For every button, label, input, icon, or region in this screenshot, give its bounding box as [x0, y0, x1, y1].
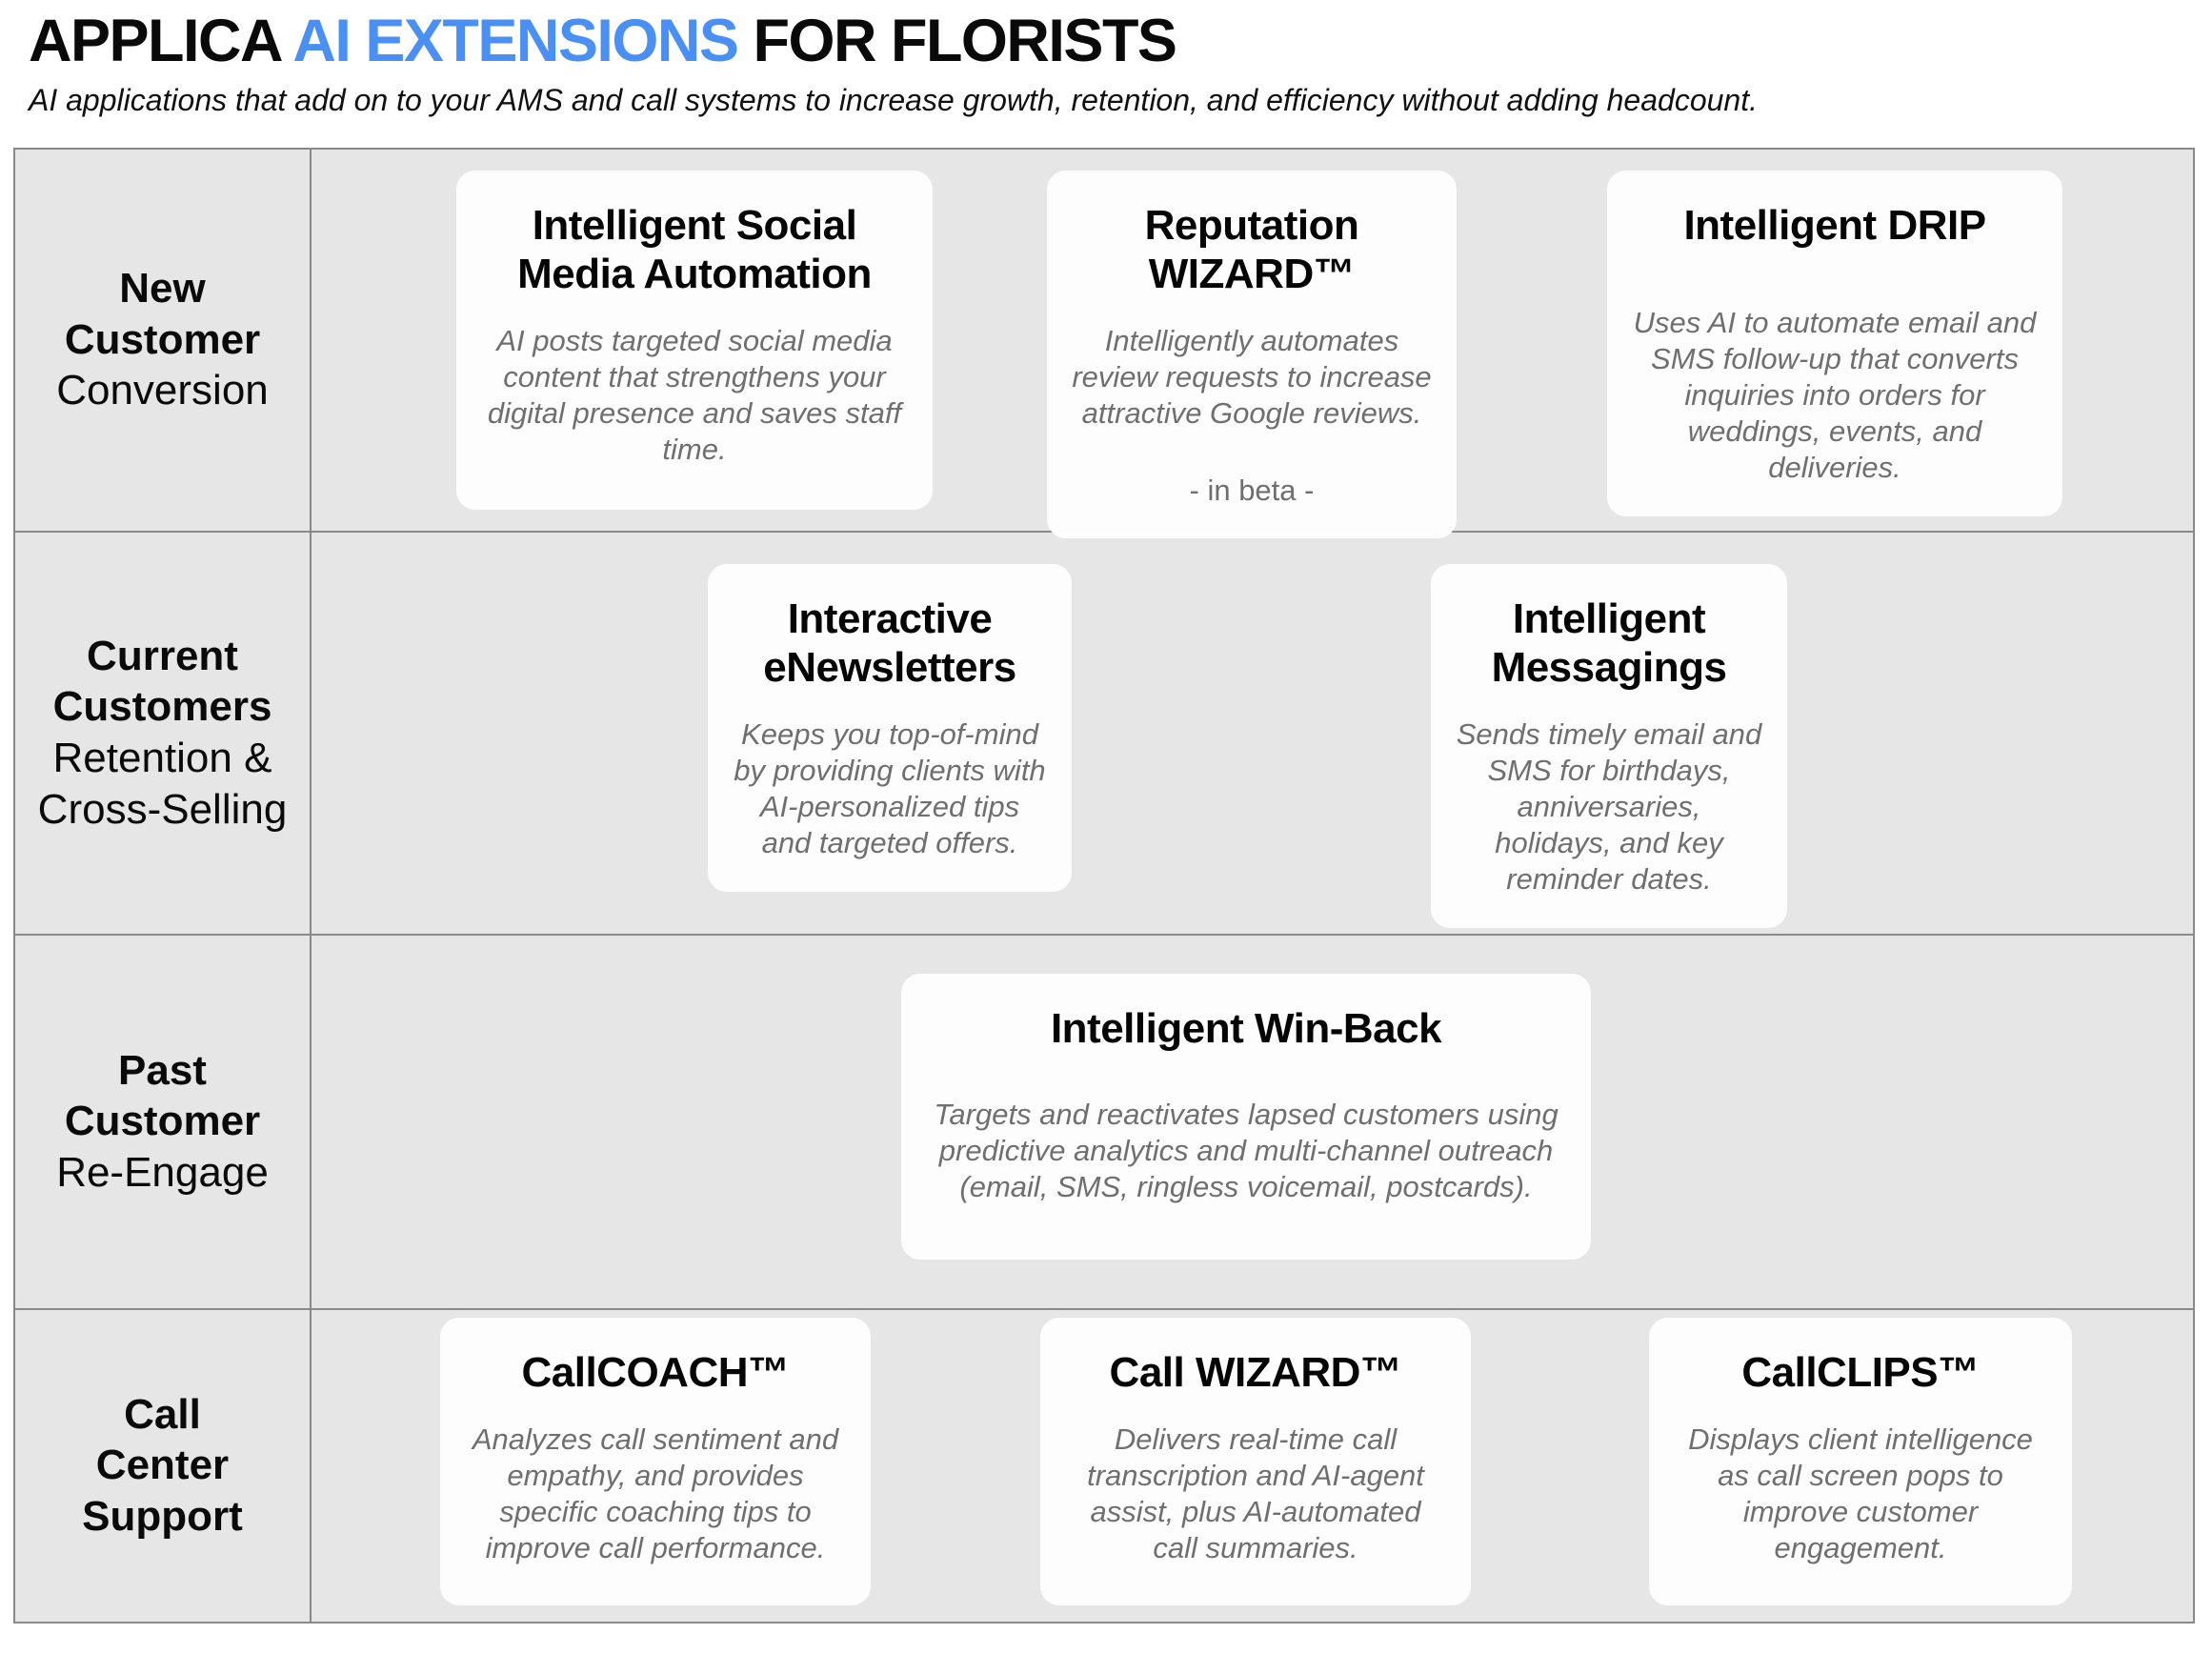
card-title: Reputation WIZARD™: [1144, 201, 1359, 297]
row-current-customers-retention: Current Customers Retention & Cross-Sell…: [15, 530, 2193, 934]
card-title: Intelligent Win-Back: [1050, 1004, 1442, 1052]
row-content-new-customer: Intelligent Social Media Automation AI p…: [312, 150, 2193, 538]
row-content-call-center: CallCOACH™ Analyzes call sentiment and e…: [312, 1310, 2193, 1622]
row-label-current-customers: Current Customers Retention & Cross-Sell…: [15, 532, 312, 934]
row-label-bold: Past Customer: [64, 1046, 261, 1145]
card-reputation-wizard: Reputation WIZARD™ Intelligently automat…: [1047, 170, 1457, 538]
row-label-regular: Retention & Cross-Selling: [37, 735, 288, 833]
title-audience: FOR FLORISTS: [753, 8, 1176, 74]
row-new-customer-conversion: New Customer Conversion Intelligent Soci…: [15, 149, 2193, 538]
card-intelligent-social-media-automation: Intelligent Social Media Automation AI p…: [456, 170, 933, 510]
card-description: Uses AI to automate email and SMS follow…: [1633, 305, 2037, 485]
card-intelligent-win-back: Intelligent Win-Back Targets and reactiv…: [901, 973, 1591, 1260]
title-brand: APPLICA: [29, 8, 281, 74]
card-title: Intelligent DRIP: [1683, 201, 1986, 249]
card-description: Sends timely email and SMS for birthdays…: [1456, 716, 1762, 897]
card-title: Call WIZARD™: [1109, 1348, 1402, 1396]
card-intelligent-messagings: Intelligent Messagings Sends timely emai…: [1431, 563, 1787, 929]
card-description: Keeps you top-of-mind by providing clien…: [734, 716, 1046, 859]
row-call-center-support: Call Center Support CallCOACH™ Analyzes …: [15, 1307, 2193, 1622]
row-label-new-customer: New Customer Conversion: [15, 149, 312, 531]
card-description: Displays client intelligence as call scr…: [1688, 1422, 2033, 1564]
card-title: Intelligent Messagings: [1491, 595, 1727, 691]
row-label-regular: Re-Engage: [56, 1148, 269, 1196]
card-description: Intelligently automates review requests …: [1072, 323, 1432, 430]
title-accent: AI EXTENSIONS: [292, 8, 739, 74]
card-callclips: CallCLIPS™ Displays client intelligence …: [1649, 1317, 2072, 1605]
page-header: APPLICA AI EXTENSIONS FOR FLORISTS AI ap…: [13, 10, 2212, 119]
page-title: APPLICA AI EXTENSIONS FOR FLORISTS: [29, 10, 2212, 72]
card-description: Targets and reactivates lapsed customers…: [934, 1097, 1558, 1203]
row-label-call-center-support: Call Center Support: [15, 1309, 312, 1622]
card-intelligent-drip: Intelligent DRIP Uses AI to automate ema…: [1607, 170, 2062, 517]
page-subtitle: AI applications that add on to your AMS …: [29, 83, 1758, 118]
card-title: CallCOACH™: [521, 1348, 790, 1396]
row-label-bold: New Customer: [64, 265, 261, 363]
row-label-bold: Current Customers: [52, 632, 272, 731]
card-call-wizard: Call WIZARD™ Delivers real-time call tra…: [1040, 1317, 1471, 1605]
row-past-customer-reengage: Past Customer Re-Engage Intelligent Win-…: [15, 933, 2193, 1308]
card-description: AI posts targeted social media content t…: [487, 323, 902, 466]
row-content-current-customers: Interactive eNewsletters Keeps you top-o…: [312, 533, 2193, 934]
card-callcoach: CallCOACH™ Analyzes call sentiment and e…: [440, 1317, 871, 1605]
card-interactive-enewsletters: Interactive eNewsletters Keeps you top-o…: [708, 563, 1072, 893]
row-label-regular: Conversion: [56, 367, 269, 414]
card-title: Interactive eNewsletters: [763, 595, 1016, 691]
row-content-past-customer: Intelligent Win-Back Targets and reactiv…: [312, 936, 2193, 1308]
row-label-past-customer: Past Customer Re-Engage: [15, 935, 312, 1308]
card-title: Intelligent Social Media Automation: [517, 201, 872, 297]
beta-badge: - in beta -: [1189, 473, 1315, 507]
row-label-bold: Call Center Support: [82, 1390, 243, 1540]
extensions-table: New Customer Conversion Intelligent Soci…: [13, 147, 2195, 1624]
card-description: Analyzes call sentiment and empathy, and…: [472, 1422, 839, 1564]
card-description: Delivers real-time call transcription an…: [1087, 1422, 1424, 1564]
card-title: CallCLIPS™: [1741, 1348, 1980, 1396]
